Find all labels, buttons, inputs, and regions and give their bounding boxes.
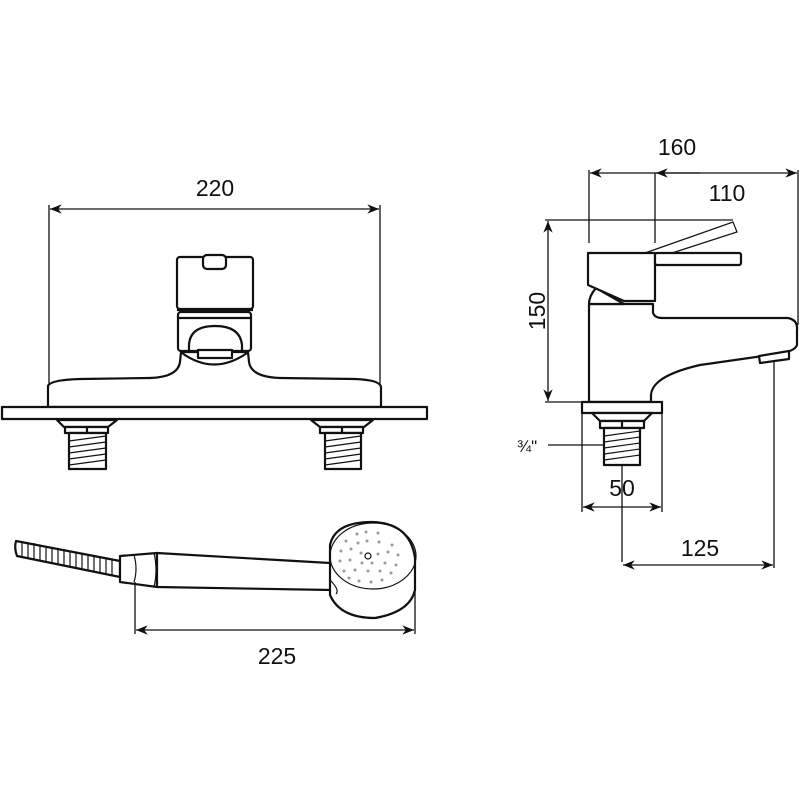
right-connector (309, 418, 375, 471)
dimension-label-150: 150 (524, 292, 550, 330)
thread-size-label: ¾" (517, 437, 537, 456)
side-handle (586, 251, 657, 303)
dimension-label-225: 225 (258, 643, 296, 669)
dimension-label-125: 125 (681, 535, 719, 561)
side-lever (653, 251, 743, 267)
dimension-label-110: 110 (709, 180, 746, 206)
spout-body (587, 302, 799, 404)
shower-head (328, 520, 417, 620)
shower-hose (14, 539, 122, 579)
front-view: 220 (0, 175, 429, 471)
aerator (757, 349, 791, 365)
left-connector (55, 418, 119, 471)
spray-holes (338, 530, 400, 584)
deck-plate (0, 405, 429, 421)
handle-cap (201, 253, 228, 271)
hand-shower: 225 (14, 520, 417, 669)
side-view: 160 110 150 ¾" 50 125 (517, 134, 799, 570)
side-base (580, 400, 664, 415)
mixer-body (46, 350, 383, 409)
shower-handle (155, 551, 334, 592)
dimension-label-160: 160 (658, 134, 696, 160)
raised-lever-outline (644, 221, 738, 254)
dimension-label-front-width: 220 (196, 175, 234, 201)
